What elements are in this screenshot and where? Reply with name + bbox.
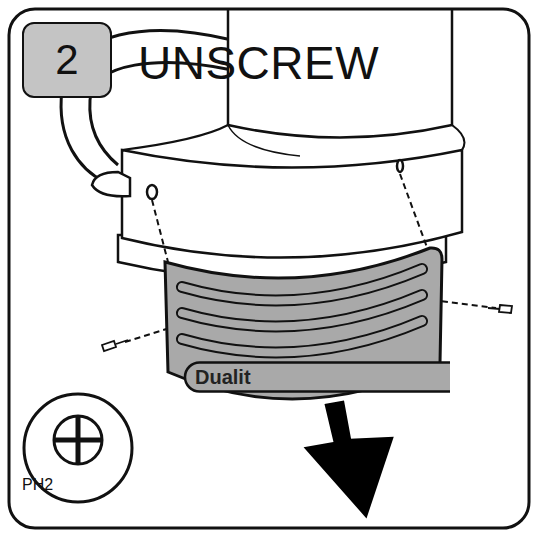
- body-seam: [228, 125, 300, 156]
- brand-pill: [185, 363, 450, 392]
- cover-shape: [150, 235, 450, 425]
- brand-label: Dualit: [195, 366, 251, 389]
- screw-head: [54, 416, 102, 464]
- step-number: 2: [55, 36, 78, 84]
- switch: [92, 172, 130, 196]
- cover-groove: [182, 269, 422, 300]
- screw-hole: [397, 160, 403, 172]
- bit-size: PH2: [22, 476, 53, 494]
- shoulder: [122, 125, 464, 150]
- screw-hole: [147, 185, 157, 199]
- screwdriver-symbol: PH2: [22, 392, 134, 504]
- lower-body: [122, 150, 462, 258]
- remove-arrow: [306, 402, 392, 516]
- cover-groove: [182, 295, 422, 326]
- step-title: UNSCREW: [138, 36, 379, 90]
- phillips-cross: [54, 416, 102, 464]
- base-cover: Dualit: [150, 235, 450, 425]
- cover-groove: [182, 269, 422, 300]
- cover-groove: [182, 321, 422, 352]
- step-number-box: 2: [22, 22, 112, 98]
- frame: [9, 9, 529, 528]
